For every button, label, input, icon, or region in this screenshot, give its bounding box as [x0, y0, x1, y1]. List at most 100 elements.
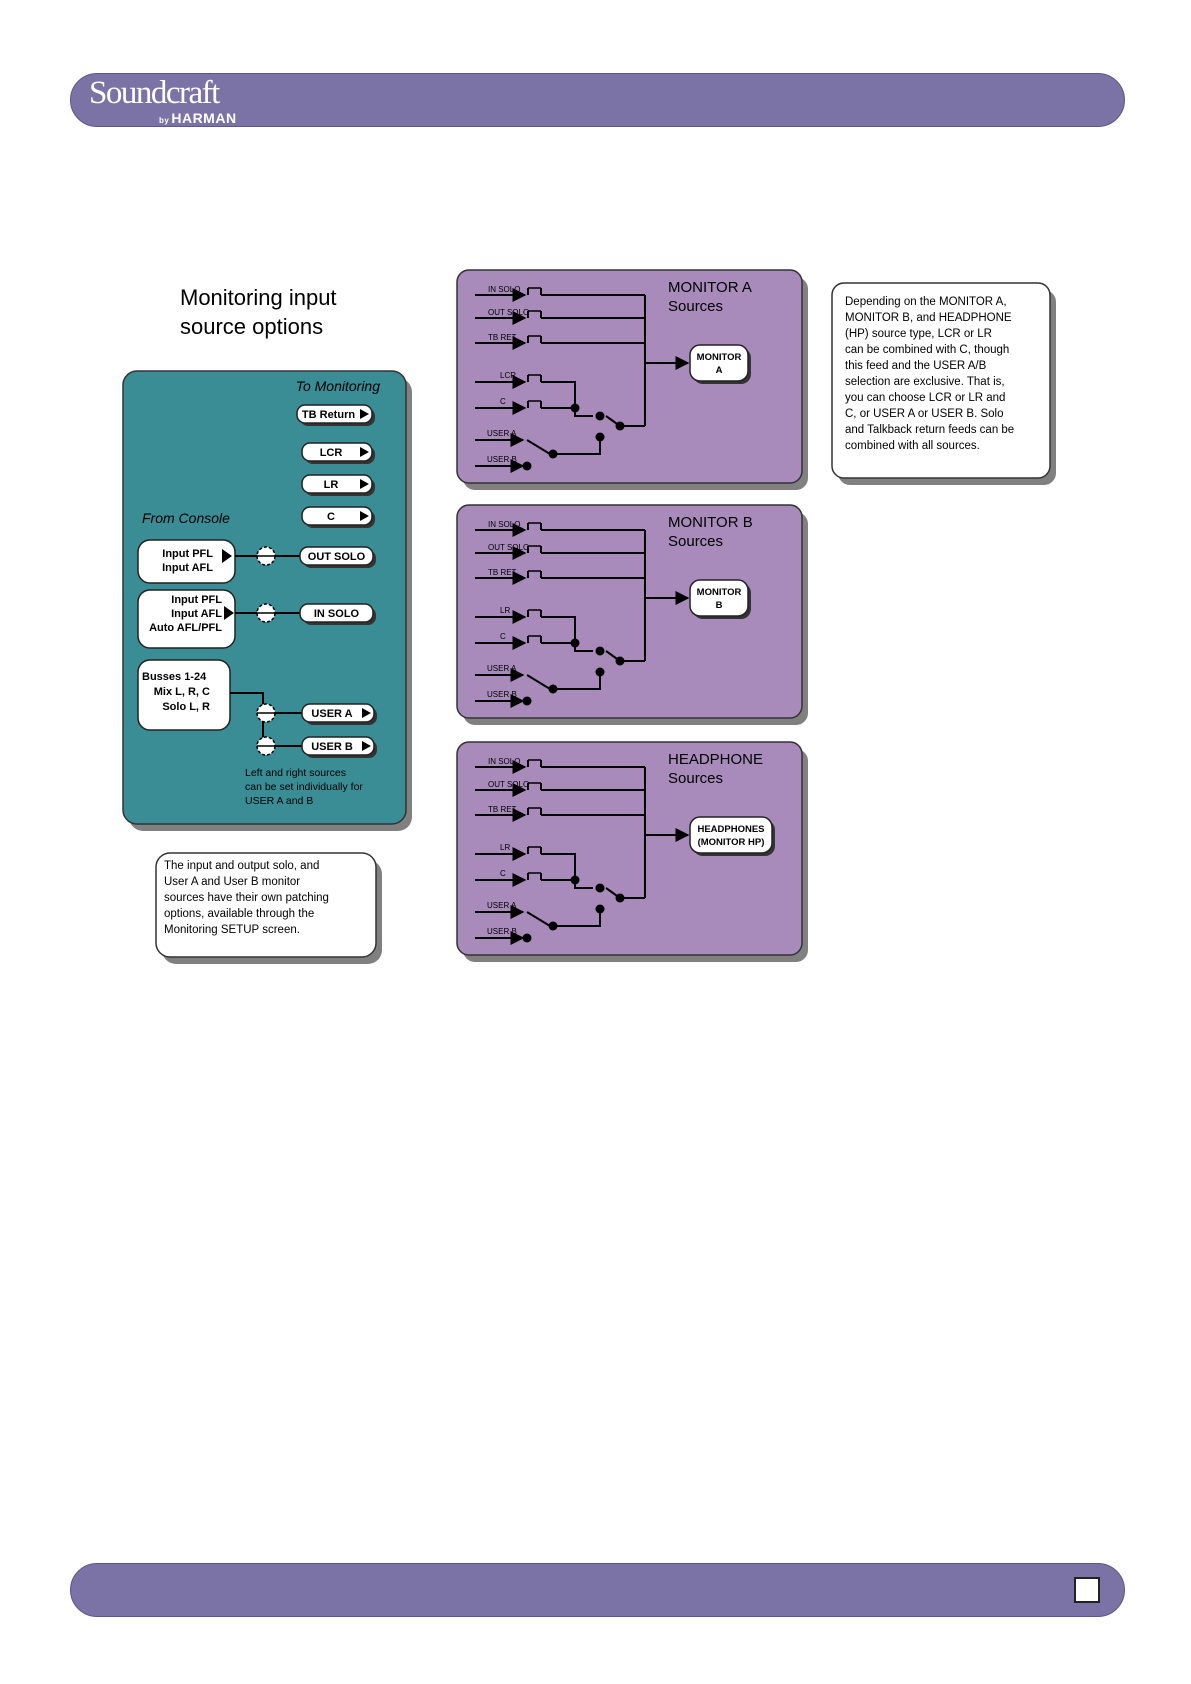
- lr-note-line: Left and right sources: [245, 767, 346, 779]
- info-note-line: combined with all sources.: [845, 440, 980, 452]
- info-note-line: you can choose LCR or LR and: [845, 392, 1005, 404]
- pill-tb-return-label: TB Return: [302, 409, 355, 421]
- console-box-auto-afl: [137, 589, 236, 649]
- output-pill: [689, 579, 749, 617]
- busses-box-line3: Solo L, R: [162, 701, 210, 713]
- brand-name: Soundcraft: [89, 75, 220, 111]
- pill-lr-arrow: [360, 479, 369, 489]
- lcr-join: [541, 616, 576, 643]
- monitor-panel-subtitle: Sources: [668, 770, 723, 787]
- pill-lr: [301, 474, 373, 494]
- junction-dot: [595, 646, 605, 656]
- pill-tb-return-arrow: [360, 409, 369, 419]
- junction-dot: [522, 461, 532, 471]
- patch-note-line: The input and output solo, and: [164, 860, 319, 872]
- page-number-box: [1074, 1577, 1100, 1603]
- pill-c-label: C: [327, 511, 335, 523]
- junction-dot: [570, 875, 580, 885]
- source-label: IN SOLO: [488, 285, 520, 294]
- output-pill-line1: HEADPHONES: [697, 824, 764, 835]
- pill-out-solo: [299, 546, 374, 566]
- pill-in-solo-label: IN SOLO: [314, 608, 360, 620]
- source-label: LR: [500, 606, 510, 615]
- monitor-panel-1: [456, 504, 803, 719]
- junction-dot: [522, 933, 532, 943]
- source-label: OUT SOLO: [488, 308, 529, 317]
- pill-user-b-label: USER B: [311, 741, 353, 753]
- console-box1-line1: Input PFL: [162, 548, 213, 560]
- pill-lcr-label: LCR: [320, 447, 343, 459]
- source-label: IN SOLO: [488, 520, 520, 529]
- monitor-panel-title: HEADPHONE: [668, 751, 763, 768]
- from-console-label: From Console: [142, 510, 230, 526]
- console-box2-line2: Input AFL: [171, 608, 222, 620]
- info-note-line: can be combined with C, though: [845, 344, 1009, 356]
- user-switch: [526, 911, 551, 927]
- busses-wire: [230, 692, 264, 705]
- junction-dot: [595, 411, 605, 421]
- pill-user-b: [301, 736, 375, 756]
- source-label: C: [500, 397, 506, 406]
- lcr-join: [541, 381, 576, 408]
- junction-dot: [595, 667, 605, 677]
- source-label: C: [500, 632, 506, 641]
- console-box2-line3: Auto AFL/PFL: [149, 622, 222, 634]
- monitor-panel-subtitle: Sources: [668, 298, 723, 315]
- source-label: USER B: [487, 455, 517, 464]
- monitor-panel-title: MONITOR B: [668, 514, 753, 531]
- user-to-main: [553, 909, 601, 927]
- source-label: USER A: [487, 429, 517, 438]
- source-label: OUT SOLO: [488, 543, 529, 552]
- user-switch: [526, 674, 551, 690]
- to-monitoring-label: To Monitoring: [296, 378, 381, 394]
- pill-lcr: [301, 442, 373, 462]
- lr-note-line: USER A and B: [245, 795, 313, 807]
- console-box1-arrow: [222, 549, 232, 563]
- junction-dot: [570, 638, 580, 648]
- output-pill-line1: MONITOR: [697, 352, 742, 363]
- patch-note-line: options, available through the: [164, 908, 314, 920]
- source-label: TB RET: [488, 805, 517, 814]
- output-pill-line1: MONITOR: [697, 587, 742, 598]
- info-note-line: selection are exclusive. That is,: [845, 376, 1005, 388]
- info-note-box: [831, 282, 1051, 479]
- output-pill: [689, 816, 773, 854]
- pill-in-solo: [299, 603, 374, 623]
- pill-user-a-arrow: [362, 708, 371, 718]
- brand-company: HARMAN: [171, 110, 237, 126]
- patch-note-box: [155, 852, 377, 958]
- output-pill-line2: A: [716, 365, 723, 376]
- info-note-line: and Talkback return feeds can be: [845, 424, 1014, 436]
- source-label: USER B: [487, 927, 517, 936]
- source-label: OUT SOLO: [488, 780, 529, 789]
- patch-note-line: Monitoring SETUP screen.: [164, 924, 300, 936]
- busses-box-line2: Mix L, R, C: [154, 686, 210, 698]
- console-box1-line2: Input AFL: [162, 562, 213, 574]
- source-label: IN SOLO: [488, 757, 520, 766]
- console-box2-arrow: [224, 606, 234, 620]
- pill-user-a-label: USER A: [311, 708, 352, 720]
- user-to-main: [553, 672, 601, 690]
- source-label: USER A: [487, 664, 517, 673]
- source-label: LCR: [500, 371, 516, 380]
- busses-box: [137, 659, 231, 731]
- patch-note-line: sources have their own patching: [164, 892, 329, 904]
- source-label: USER A: [487, 901, 517, 910]
- source-label: TB RET: [488, 333, 517, 342]
- source-label: C: [500, 869, 506, 878]
- user-switch: [526, 439, 551, 455]
- user-to-main: [553, 437, 601, 455]
- busses-box-line1: Busses 1-24: [142, 671, 207, 683]
- source-label: LR: [500, 843, 510, 852]
- brand-by: by: [159, 116, 170, 125]
- junction-dot: [522, 696, 532, 706]
- pill-out-solo-label: OUT SOLO: [308, 551, 366, 563]
- lr-note-line: can be set individually for: [245, 781, 363, 793]
- pill-lr-label: LR: [324, 479, 339, 491]
- pill-c: [301, 506, 373, 526]
- info-note-line: Depending on the MONITOR A,: [845, 296, 1007, 308]
